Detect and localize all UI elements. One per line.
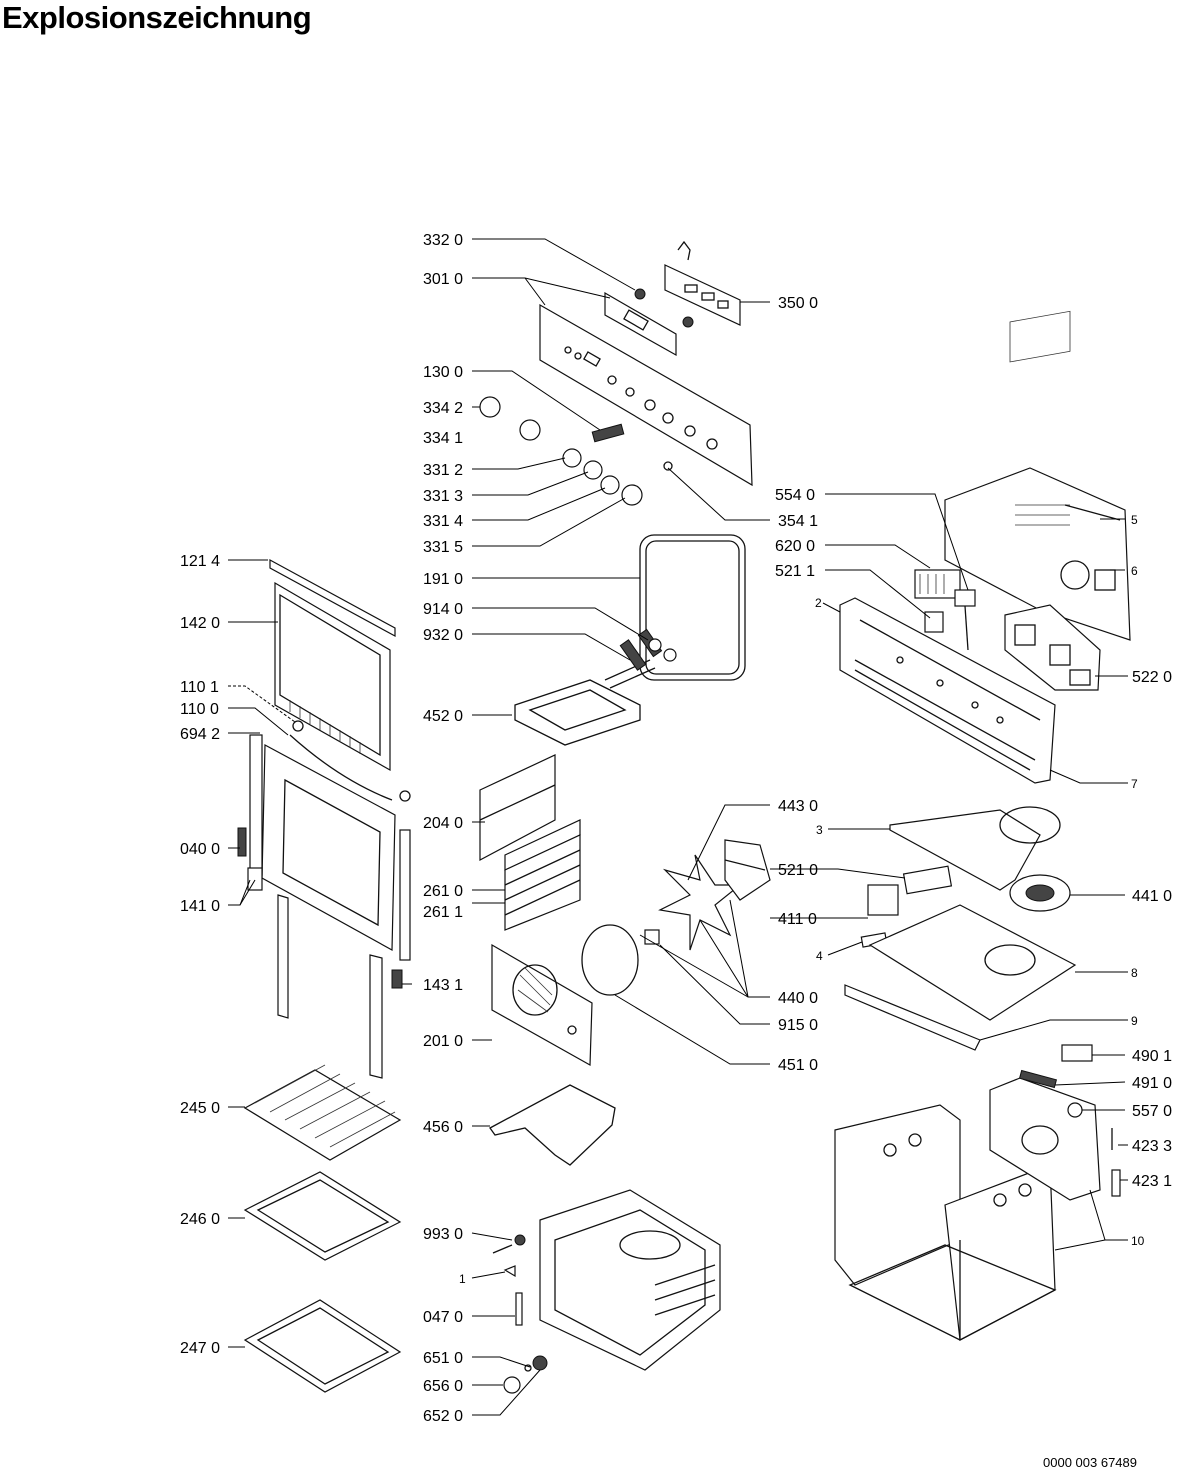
part-label: 440 0 [778, 990, 818, 1007]
part-label: 915 0 [778, 1017, 818, 1034]
part-label: 451 0 [778, 1057, 818, 1074]
deep-tray [243, 1299, 402, 1393]
control-knobs [479, 396, 643, 506]
part-label: 2 [815, 596, 822, 610]
part-label: 204 0 [423, 815, 463, 832]
rear-board [989, 1044, 1121, 1201]
part-label: 143 1 [423, 977, 463, 994]
part-label: 331 3 [423, 488, 463, 505]
base-plate [844, 904, 1077, 1051]
part-label: 246 0 [180, 1211, 220, 1228]
part-label: 110 1 [180, 679, 219, 696]
oven-housing [834, 1104, 1057, 1341]
part-label: 141 0 [180, 898, 220, 915]
part-label: 121 4 [180, 553, 220, 570]
fan-blade [644, 854, 742, 951]
shelf-supports [504, 834, 581, 931]
part-label: 521 1 [775, 563, 815, 580]
part-label: 554 0 [775, 487, 815, 504]
part-label: 130 0 [423, 364, 463, 381]
heat-shield [479, 754, 581, 871]
part-label: 332 0 [423, 232, 463, 249]
part-label: 914 0 [423, 601, 463, 618]
switch-block [1004, 604, 1101, 691]
door-seal [639, 534, 746, 681]
baking-tray [243, 1171, 402, 1261]
part-label: 245 0 [180, 1100, 220, 1117]
ring-element [581, 924, 639, 996]
part-label: 1 [459, 1272, 466, 1286]
part-label: 423 1 [1132, 1173, 1172, 1190]
rear-housing [944, 310, 1131, 641]
panel-bracket [604, 291, 677, 357]
door-top-trim [269, 558, 396, 638]
part-label: 491 0 [1132, 1075, 1172, 1092]
part-label: 331 2 [423, 462, 463, 479]
part-label: 993 0 [423, 1226, 463, 1243]
part-label: 350 0 [778, 295, 818, 312]
part-label: 334 1 [423, 430, 463, 447]
part-label: 8 [1131, 966, 1138, 980]
part-label: 142 0 [180, 615, 220, 632]
part-label: 423 3 [1132, 1138, 1172, 1155]
thermostats [914, 569, 976, 651]
part-label: 5 [1131, 513, 1138, 527]
fan-cover [491, 943, 593, 1067]
page-title: Explosionszeichnung [2, 0, 312, 35]
parts-layer [237, 240, 1131, 1394]
part-label: 110 0 [180, 701, 219, 718]
part-labels: 332 0 301 0 350 0 130 0 334 2 334 1 331 … [180, 232, 1172, 1425]
part-label: 6 [1131, 564, 1138, 578]
part-label: 191 0 [423, 571, 463, 588]
part-label: 334 2 [423, 400, 463, 417]
part-label: 4 [816, 949, 823, 963]
part-label: 932 0 [423, 627, 463, 644]
part-label: 456 0 [423, 1119, 463, 1136]
part-label: 3 [816, 823, 823, 837]
part-label: 522 0 [1132, 669, 1172, 686]
part-label: 261 0 [423, 883, 463, 900]
door-frame [237, 720, 411, 961]
control-panel [539, 303, 753, 487]
cooling-duct [889, 806, 1071, 912]
part-label: 694 2 [180, 726, 220, 743]
wire-shelf [243, 1064, 402, 1161]
part-label: 620 0 [775, 538, 815, 555]
fan-motor [724, 839, 771, 901]
part-label: 452 0 [423, 708, 463, 725]
part-label: 443 0 [778, 798, 818, 815]
part-label: 441 0 [1132, 888, 1172, 905]
part-label: 354 1 [778, 513, 818, 530]
part-label: 490 1 [1132, 1048, 1172, 1065]
part-label: 651 0 [423, 1350, 463, 1367]
part-label: 261 1 [423, 904, 463, 921]
panel-frame [839, 597, 1056, 784]
oven-cavity [539, 1189, 721, 1371]
door-side-strip-left [277, 894, 289, 1019]
part-label: 411 0 [778, 911, 817, 928]
part-label: 201 0 [423, 1033, 463, 1050]
part-label: 301 0 [423, 271, 463, 288]
clock-module [634, 240, 741, 328]
grill-element [514, 628, 677, 746]
door-side-strip-right [369, 954, 383, 1079]
part-label: 331 4 [423, 513, 463, 530]
part-label: 10 [1131, 1234, 1145, 1248]
part-label: 656 0 [423, 1378, 463, 1395]
outer-door-glass [274, 581, 391, 772]
part-label: 247 0 [180, 1340, 220, 1357]
part-label: 652 0 [423, 1408, 463, 1425]
part-label: 331 5 [423, 539, 463, 556]
part-label: 557 0 [1132, 1103, 1172, 1120]
part-label: 047 0 [423, 1309, 463, 1326]
document-number: 0000 003 67489 [1043, 1455, 1137, 1470]
part-label: 7 [1131, 777, 1138, 791]
leader-lines [228, 238, 1128, 1416]
part-label: 521 0 [778, 862, 818, 879]
part-label: 040 0 [180, 841, 220, 858]
part-label: 9 [1131, 1014, 1138, 1028]
lower-element [489, 1084, 616, 1166]
small-parts [492, 1234, 548, 1394]
